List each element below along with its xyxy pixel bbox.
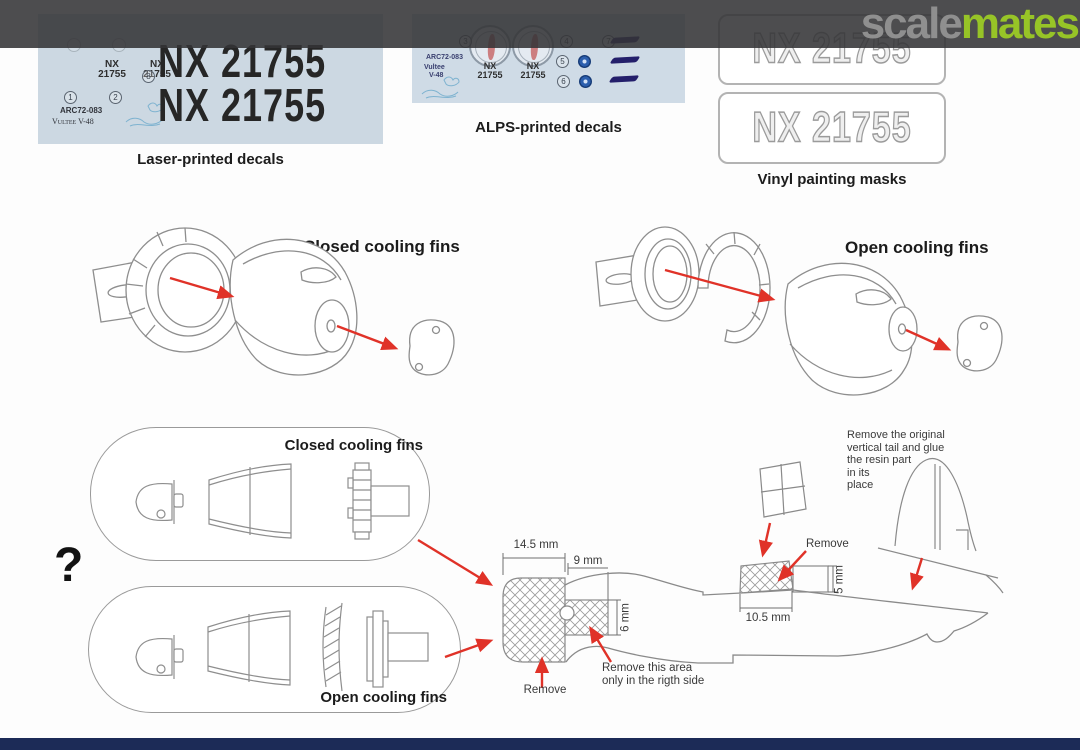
- callout-number-2: 2: [109, 91, 122, 104]
- scalemates-logo[interactable]: scalemates: [861, 0, 1080, 48]
- dim-spine-height: 5 mm: [833, 565, 846, 594]
- brand-script-logo: [125, 102, 164, 127]
- shaft: [370, 485, 410, 517]
- assembly-arrows: [169, 276, 399, 351]
- nose-remove-area: [502, 577, 566, 663]
- small-registration-decal: NX 21755: [143, 59, 171, 80]
- bottom-navy-bar: [0, 738, 1080, 750]
- vinyl-mask-sheet-2: NX 21755: [718, 92, 946, 164]
- closed-fins-parts-box: Closed cooling fins: [90, 427, 430, 561]
- vertical-tail-part: [877, 457, 1004, 594]
- remove-right-side-note: Remove this area only in the rigth side: [602, 662, 705, 687]
- nose-cap-side: [135, 637, 173, 677]
- small-registration-decal: NX 21755: [477, 61, 503, 80]
- nose-cap: [408, 319, 455, 376]
- laser-decals-caption: Laser-printed decals: [137, 151, 284, 168]
- brand-script-logo: [421, 76, 460, 99]
- closed-parts-drawing: [135, 462, 410, 540]
- product-code: ARC72-083: [426, 54, 463, 61]
- resin-tail-parts: [759, 457, 1004, 594]
- alps-decals-caption: ALPS-printed decals: [475, 119, 622, 136]
- fuselage-modification-diagram: [417, 457, 1004, 688]
- closed-cooling-fins-diagram: [92, 227, 455, 376]
- open-fins-parts-box: Open cooling fins: [88, 586, 461, 713]
- cowling-side: [208, 463, 292, 539]
- product-code: ARC72-083: [60, 106, 103, 115]
- closed-cooling-fins-label: Closed cooling fins: [303, 237, 460, 256]
- cooling-fin-ring-open: [697, 231, 771, 344]
- small-registration-decal: NX 21755: [520, 61, 546, 80]
- closed-fin-ring-side: [347, 462, 372, 540]
- open-fin-ring-side: [322, 602, 343, 692]
- vinyl-masks-caption: Vinyl painting masks: [757, 171, 907, 188]
- fuselage-outline: [564, 572, 989, 664]
- engine-cowling: [784, 262, 918, 396]
- dim-nose-width: 14.5 mm: [513, 539, 559, 551]
- logo-scale-text: scale: [860, 0, 963, 48]
- remove-spine-label: Remove: [806, 538, 849, 550]
- nose-cap: [956, 315, 1003, 372]
- callout-number-6: 6: [557, 75, 570, 88]
- open-cooling-fins-diagram: [595, 226, 1003, 396]
- engine-cowling: [229, 238, 358, 376]
- engine-backplate-ring: [630, 226, 700, 322]
- subject-name: Vultee V-48: [52, 117, 94, 126]
- stripe-decal: [608, 75, 640, 83]
- mask-registration-text: NX 21755: [752, 103, 912, 152]
- resin-insert-part: [759, 461, 807, 518]
- tail-replacement-note: Remove the original vertical tail and gl…: [847, 429, 945, 491]
- spine-remove-area: [739, 560, 794, 594]
- cooling-fin-ring-closed: [125, 227, 245, 353]
- shaft: [387, 632, 429, 662]
- dim-spine-width: 10.5 mm: [745, 612, 791, 624]
- open-cooling-fins-label: Open cooling fins: [845, 238, 989, 257]
- cowling-side: [207, 610, 291, 686]
- small-registration-decal: NX 21755: [98, 59, 126, 80]
- nose-cap-side: [135, 482, 173, 522]
- stripe-decal: [609, 56, 641, 64]
- dim-nose-height: 6 mm: [619, 603, 632, 632]
- site-header-band: scalemates: [0, 0, 1080, 48]
- backplate-side: [366, 610, 389, 688]
- modification-arrows: [417, 522, 924, 688]
- subject-name: Vultee: [424, 64, 445, 71]
- callout-number-8: 8: [142, 70, 155, 83]
- assembly-arrows: [664, 268, 952, 351]
- instrument-dial-decal: [579, 75, 592, 88]
- remove-nose-label: Remove: [523, 684, 567, 696]
- closed-parts-label: Closed cooling fins: [284, 437, 423, 454]
- open-parts-drawing: [135, 602, 429, 692]
- logo-mates-text: mates: [960, 0, 1080, 48]
- large-registration-decal: NX 21755: [158, 78, 327, 132]
- callout-number-1: 1: [64, 91, 77, 104]
- dim-nose-upper: 9 mm: [573, 555, 603, 567]
- instrument-dial-decal: [578, 55, 591, 68]
- dimension-lines: [502, 553, 837, 636]
- subject-name: V-48: [429, 72, 444, 79]
- callout-number-5: 5: [556, 55, 569, 68]
- open-parts-label: Open cooling fins: [320, 689, 447, 706]
- question-mark: ?: [54, 539, 84, 592]
